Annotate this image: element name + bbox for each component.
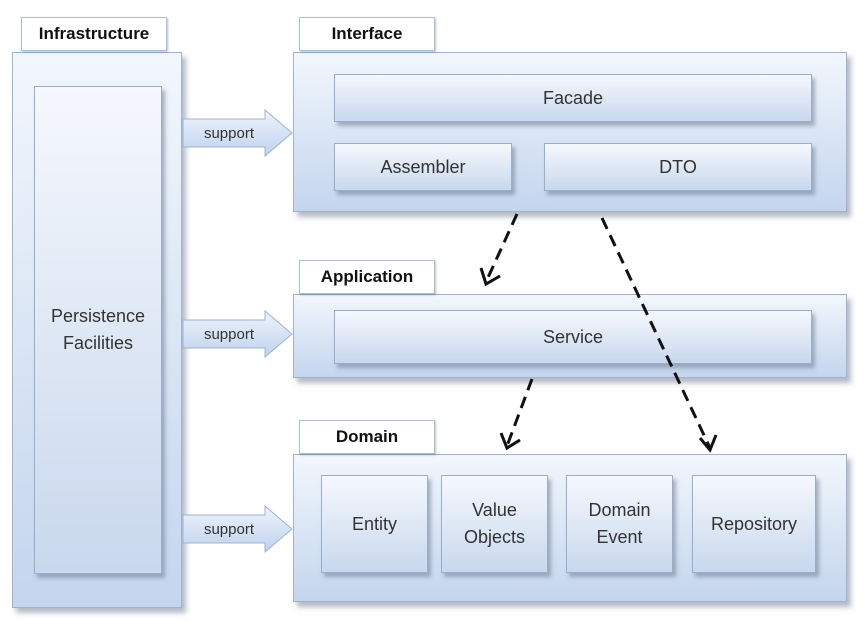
dependency-service-to-value-objects — [505, 378, 534, 447]
support-label-application: support — [203, 325, 255, 343]
domain-event-box: Domain Event — [566, 475, 673, 573]
service-box: Service — [334, 310, 812, 364]
infrastructure-title: Infrastructure — [21, 17, 167, 51]
dto-box: DTO — [544, 143, 812, 191]
facade-box: Facade — [334, 74, 812, 122]
interface-title: Interface — [299, 17, 435, 51]
entity-box: Entity — [321, 475, 428, 573]
value-objects-box: Value Objects — [441, 475, 548, 573]
support-label-interface: support — [203, 124, 255, 142]
domain-title: Domain — [299, 420, 435, 454]
assembler-box: Assembler — [334, 143, 512, 191]
dependency-assembler-to-service — [484, 213, 519, 283]
persistence-facilities-box: Persistence Facilities — [34, 86, 162, 574]
repository-box: Repository — [692, 475, 816, 573]
support-label-domain: support — [203, 520, 255, 538]
application-title: Application — [299, 260, 435, 294]
